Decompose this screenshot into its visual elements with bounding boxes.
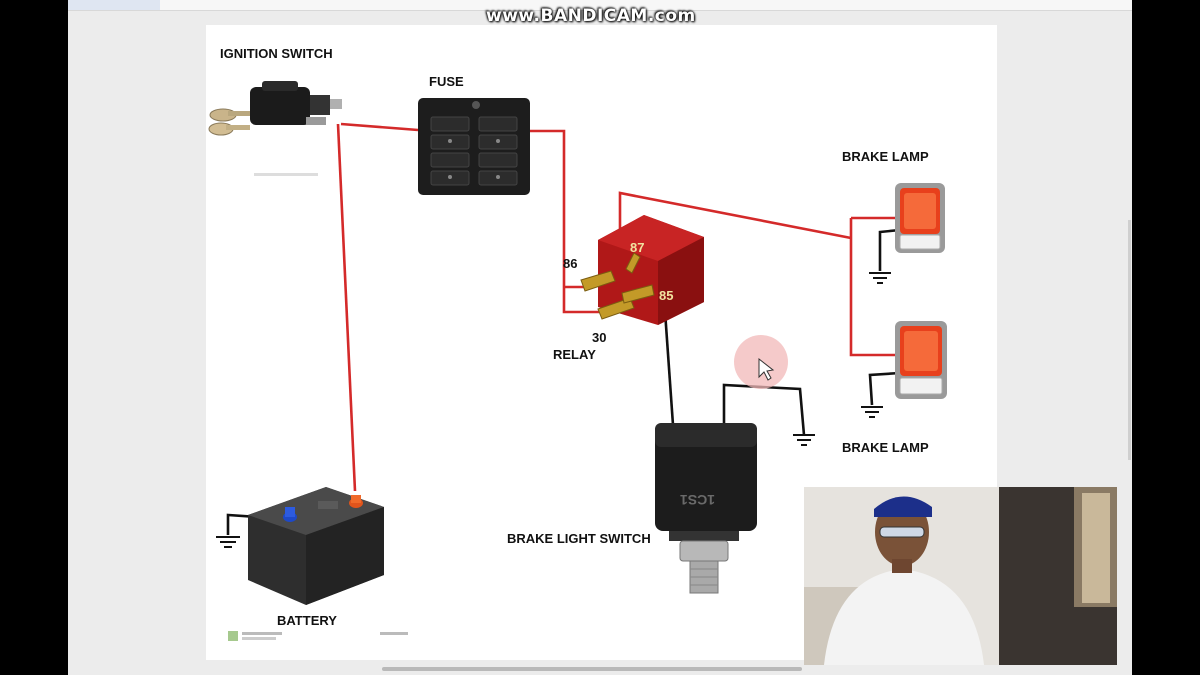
- label-battery: BATTERY: [277, 613, 337, 628]
- webcam-feed: [804, 487, 1117, 665]
- ground-icon: [869, 272, 891, 284]
- ground-icon: [216, 536, 240, 548]
- label-brake-light-switch: BRAKE LIGHT SWITCH: [507, 531, 651, 546]
- wire-top-lamp-ground: [878, 228, 901, 271]
- mouse-cursor: [734, 335, 788, 389]
- ignition-switch-image: [208, 81, 342, 136]
- brake-lamp-bottom-image: [895, 321, 947, 399]
- power-wires: [336, 122, 895, 492]
- wire-bottom-lamp-ground: [868, 371, 901, 406]
- fuse-box-image: [418, 98, 530, 195]
- switch-marking: 1CS1: [680, 492, 716, 508]
- logo-marks: [228, 173, 408, 641]
- vertical-scrollbar[interactable]: [1128, 220, 1131, 460]
- wire-fuse-to-relay-30: [526, 129, 599, 314]
- label-brake-lamp-bottom: BRAKE LAMP: [842, 440, 929, 455]
- horizontal-scrollbar[interactable]: [382, 667, 802, 671]
- browser-top-bar: [68, 0, 1132, 11]
- relay-pin-87: 87: [630, 240, 645, 255]
- browser-tab[interactable]: [68, 0, 160, 10]
- relay-pin-30: 30: [592, 330, 607, 345]
- recorder-watermark: www.BANDICAM.com: [486, 6, 696, 26]
- label-ignition-switch: IGNITION SWITCH: [220, 46, 333, 61]
- relay-pin-86: 86: [563, 256, 578, 271]
- label-relay: RELAY: [553, 347, 596, 362]
- wiring-diagram-canvas: IGNITION SWITCH FUSE RELAY BRAKE LAMP BR…: [206, 25, 997, 660]
- wire-ignition-to-fuse: [340, 122, 419, 132]
- label-brake-lamp-top: BRAKE LAMP: [842, 149, 929, 164]
- ground-icon: [861, 406, 883, 418]
- brake-light-switch-image: [655, 423, 757, 594]
- brake-lamp-top-image: [895, 183, 945, 253]
- webcam-overlay: [804, 487, 1117, 665]
- ground-icon: [793, 434, 815, 446]
- wiring-diagram: [208, 81, 947, 641]
- wire-bottom-lamp: [849, 218, 895, 357]
- ground-symbols: [216, 272, 891, 548]
- relay-image: [580, 215, 704, 325]
- screen: www.BANDICAM.com: [68, 0, 1132, 675]
- relay-pin-85: 85: [659, 288, 674, 303]
- wire-ignition-to-battery: [336, 123, 357, 492]
- battery-image: [248, 487, 384, 605]
- label-fuse: FUSE: [429, 74, 464, 89]
